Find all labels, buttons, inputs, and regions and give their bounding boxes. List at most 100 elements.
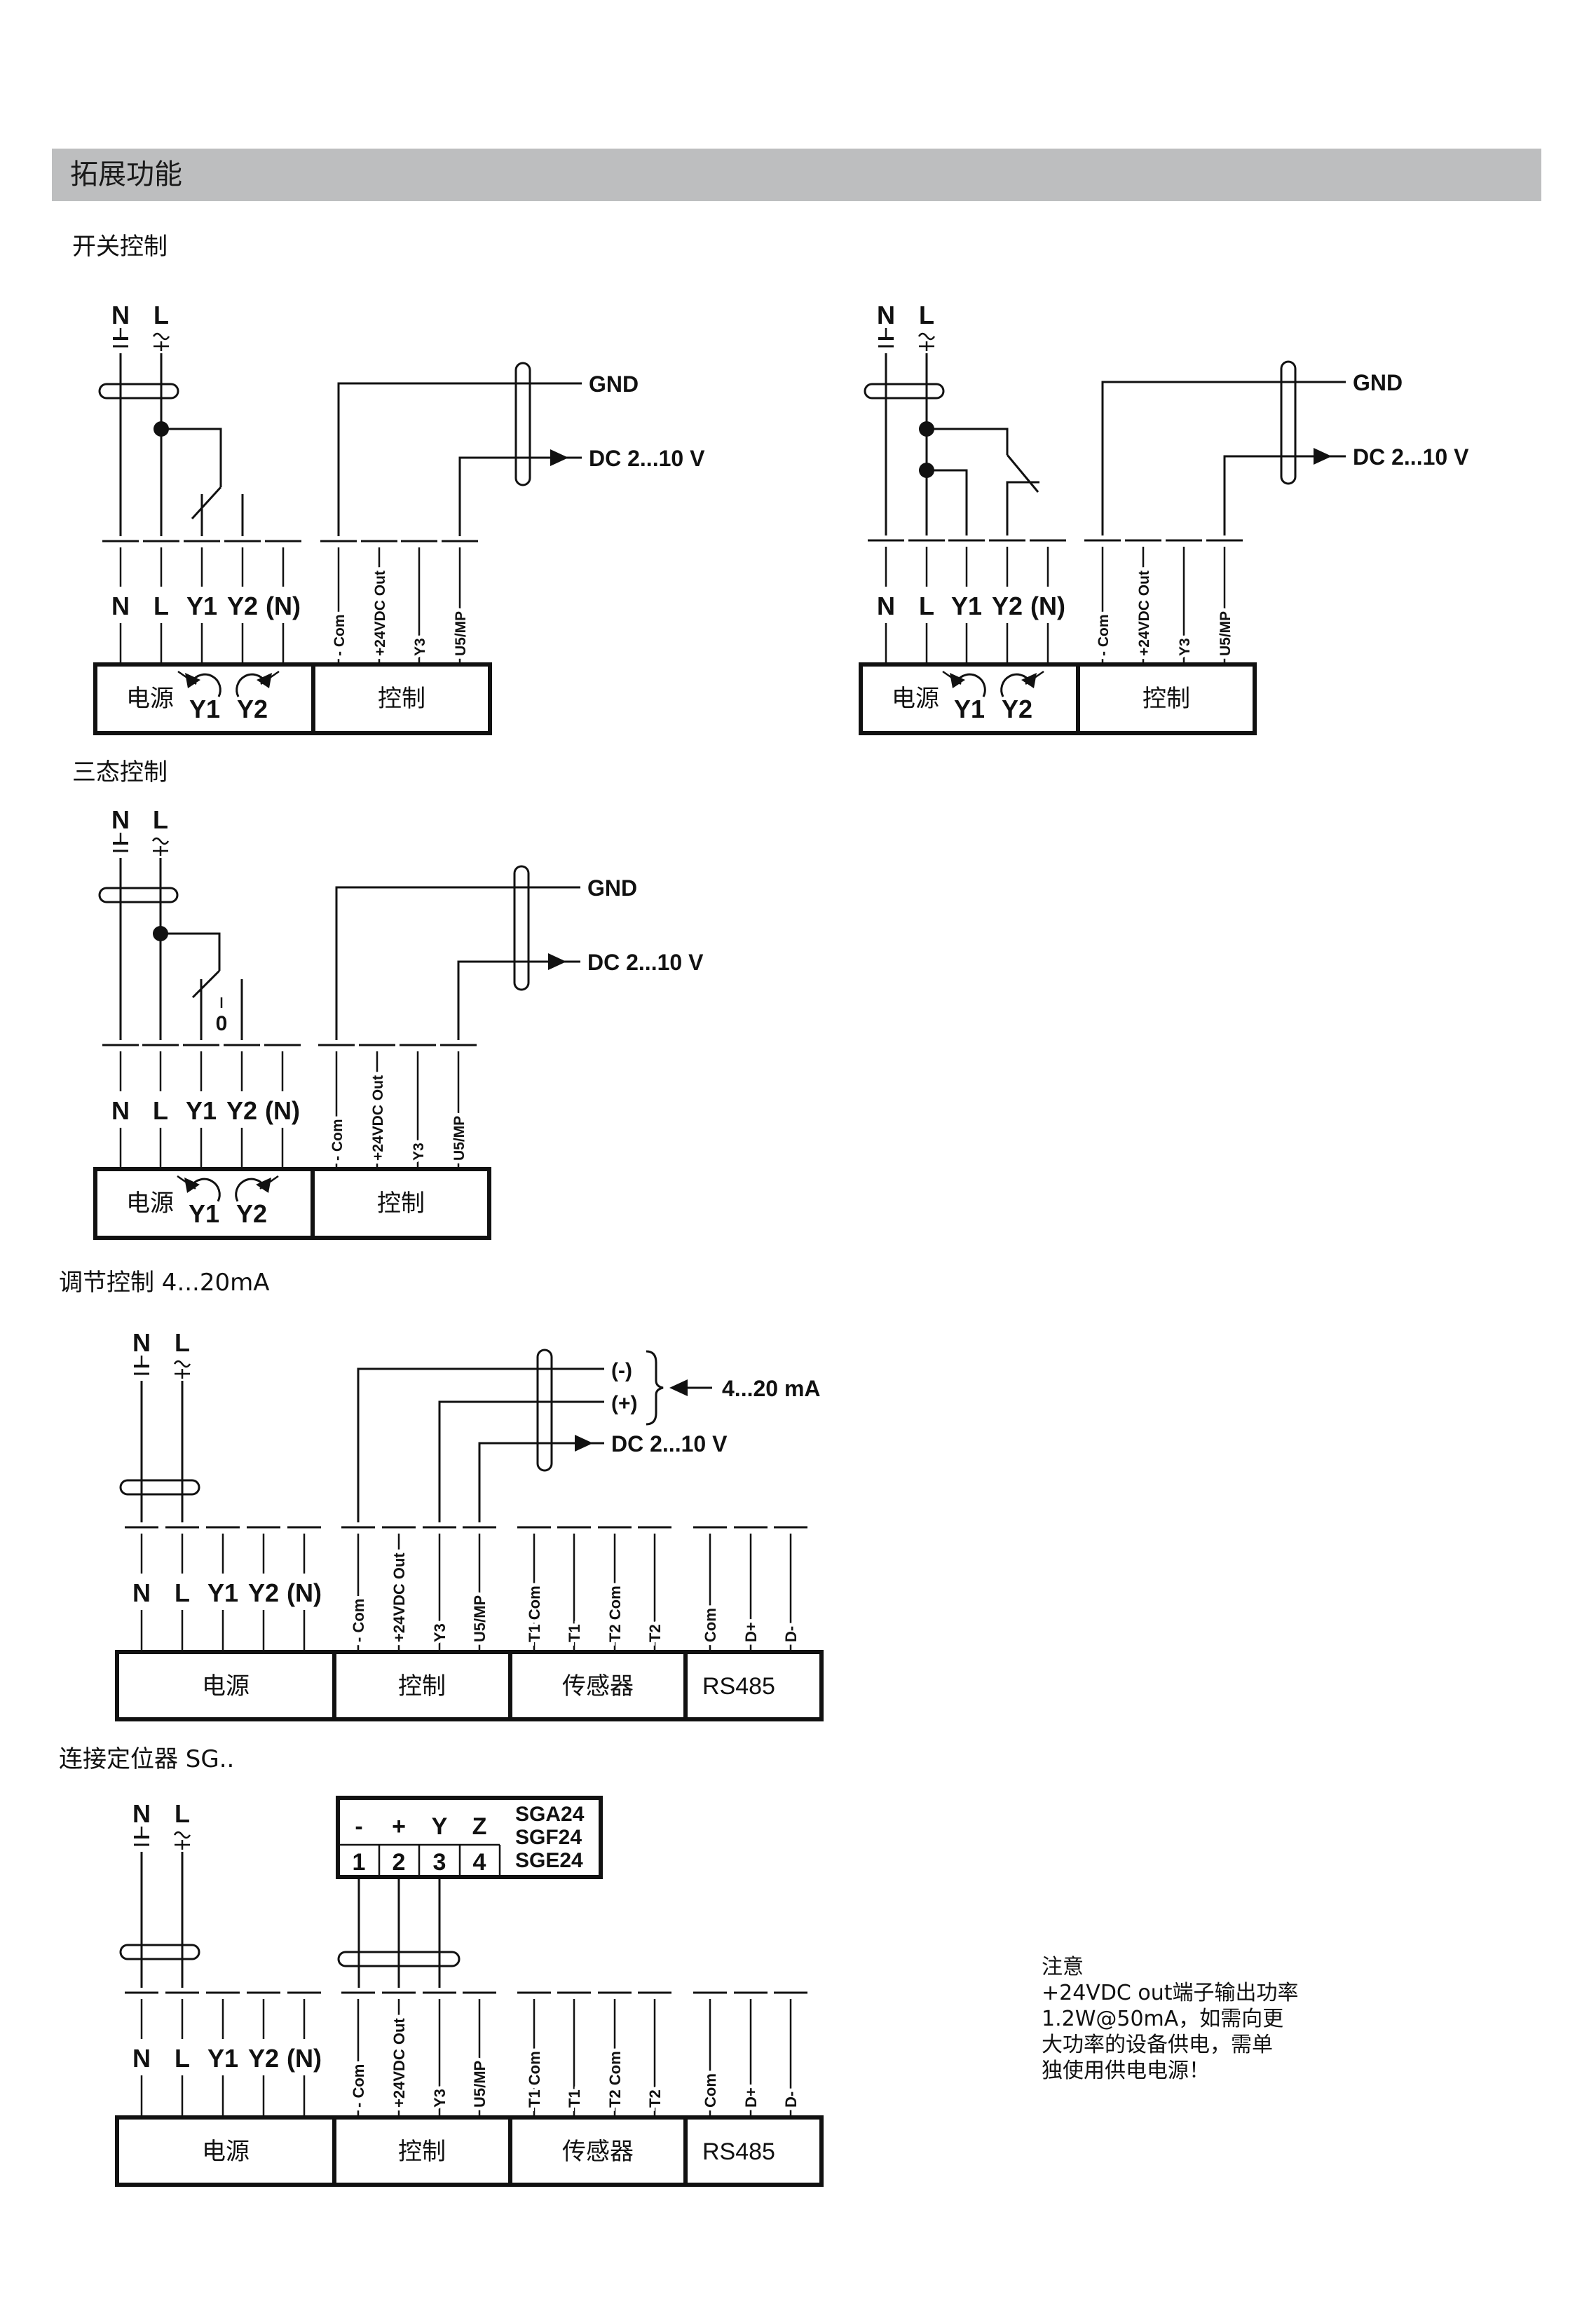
positioner-pin-label: 1 <box>353 1849 366 1876</box>
supply-label-l: L <box>153 805 168 834</box>
group-label-power: 电源 <box>202 2138 250 2166</box>
rotate-ccw-icon <box>191 673 221 697</box>
terminal-label-power: (N) <box>266 592 301 620</box>
terminal-label-sensor: T1 Com <box>526 1585 543 1642</box>
terminal-label-control: - Com <box>332 615 348 657</box>
arrow-head-icon <box>256 1178 271 1193</box>
group-label-rs485: RS485 <box>702 1673 775 1700</box>
output-label-gnd: GND <box>589 371 639 397</box>
note-line: 独使用供电电源！ <box>1042 2059 1210 2083</box>
terminal-label-rs485: D+ <box>742 2087 760 2108</box>
rotation-ccw: Y1 <box>185 673 221 723</box>
terminal-label-control: Y3 <box>412 638 428 656</box>
contact-y1 <box>927 469 968 535</box>
arrow-stop-icon <box>177 670 197 685</box>
section-title-three-state: 三态控制 <box>72 758 168 786</box>
positioner-signal-label: - <box>355 1813 362 1840</box>
terminal-label-sensor: T1 <box>566 2089 583 2108</box>
rotation-cw-label: Y2 <box>1002 695 1032 723</box>
page-title: 拓展功能 <box>70 158 182 191</box>
wire-gnd <box>335 886 580 1040</box>
supply-label-l: L <box>175 1328 190 1357</box>
arrow-head-icon <box>184 1178 200 1193</box>
arrow-stop-icon <box>260 670 280 685</box>
arrow-right-icon <box>548 953 566 970</box>
section-header-bar: 拓展功能 <box>52 149 1541 201</box>
terminal-label-power: (N) <box>287 1578 322 1607</box>
supply-label-n: N <box>132 1328 151 1357</box>
rotation-ccw-label: Y1 <box>189 695 220 723</box>
section-title-modulating: 调节控制 4...20mA <box>59 1269 270 1297</box>
ac-tilde-icon <box>173 1360 191 1368</box>
output-label-gnd: GND <box>1353 370 1403 395</box>
terminal-label-control: - Com <box>1096 615 1112 657</box>
ac-tilde-icon <box>151 837 170 845</box>
wire-gnd <box>337 382 582 536</box>
switch-link <box>161 932 221 971</box>
brace-icon <box>646 1350 664 1426</box>
group-label-power: 电源 <box>892 685 939 713</box>
terminal-label-power: Y1 <box>186 592 217 620</box>
rotation-cw: Y2 <box>235 1178 271 1228</box>
output-label-dc: DC 2...10 V <box>589 446 705 471</box>
terminal-label-power: N <box>111 592 130 620</box>
cable-tie <box>337 1951 461 1967</box>
terminal-label-rs485: Com <box>702 1608 719 1642</box>
rotation-cw: Y2 <box>1000 673 1037 723</box>
supply-label-l: L <box>175 1799 190 1828</box>
supply-label-l: L <box>919 301 934 329</box>
wire-gnd <box>1101 381 1346 535</box>
group-label-power: 电源 <box>202 1672 250 1700</box>
rotate-ccw-icon <box>190 1178 221 1202</box>
input-label-ma: 4...20 mA <box>722 1376 821 1401</box>
terminal-label-control: Y3 <box>431 1623 449 1642</box>
terminal-label-power: N <box>132 1578 151 1607</box>
terminal-label-power: L <box>154 592 169 620</box>
arrow-head-icon <box>185 673 200 688</box>
positioner-signal-label: + <box>392 1813 406 1840</box>
arrow-head-icon <box>1021 673 1037 688</box>
terminal-label-power: Y2 <box>248 1578 279 1607</box>
terminal-label-control: U5/MP <box>471 1595 489 1642</box>
terminal-label-power: Y1 <box>207 1578 238 1607</box>
terminal-label-control: +24VDC Out <box>370 1075 386 1161</box>
group-label-rs485: RS485 <box>702 2138 775 2165</box>
terminal-label-control: +24VDC Out <box>390 1553 408 1642</box>
rotate-cw-icon <box>1000 673 1031 697</box>
group-label-control: 控制 <box>398 2138 446 2166</box>
terminal-label-rs485: Com <box>702 2073 719 2108</box>
terminal-label-power: Y1 <box>186 1096 217 1125</box>
arrow-left-icon <box>669 1379 688 1396</box>
supply-label-l: L <box>154 301 169 329</box>
group-label-power: 电源 <box>126 1189 174 1217</box>
arrow-stop-icon <box>177 1175 196 1190</box>
wire-signal-pos <box>438 1400 604 1522</box>
rotation-ccw: Y1 <box>950 673 986 723</box>
terminal-label-power: (N) <box>265 1096 300 1125</box>
rotate-cw-icon <box>236 673 266 697</box>
wire-dc-out <box>458 456 582 536</box>
terminal-label-power: N <box>111 1096 130 1125</box>
rotation-cw-label: Y2 <box>236 1199 267 1228</box>
terminal-label-power: Y2 <box>227 592 258 620</box>
terminal-label-control: +24VDC Out <box>1136 571 1152 656</box>
note-title: 注意 <box>1042 1955 1084 1979</box>
switch-contact <box>191 486 222 520</box>
terminal-box <box>93 662 492 735</box>
group-label-sensor: 传感器 <box>562 2138 634 2166</box>
arrow-head-icon <box>950 673 965 688</box>
wire-signal-neg <box>357 1367 604 1522</box>
rotate-ccw-icon <box>955 673 986 697</box>
arrow-right-icon <box>1314 448 1332 465</box>
output-label-dc: DC 2...10 V <box>611 1431 728 1456</box>
wire-dc-out <box>1223 455 1346 535</box>
terminal-label-rs485: D- <box>782 1626 800 1642</box>
rotation-ccw-label: Y1 <box>954 695 985 723</box>
terminal-label-power: (N) <box>287 2044 322 2073</box>
terminal-label-power: Y2 <box>226 1096 257 1125</box>
positioner-pin-label: 2 <box>393 1849 406 1876</box>
rotation-ccw: Y1 <box>184 1178 221 1228</box>
signal-label-neg: (-) <box>611 1359 632 1382</box>
supply-label-n: N <box>111 301 130 329</box>
